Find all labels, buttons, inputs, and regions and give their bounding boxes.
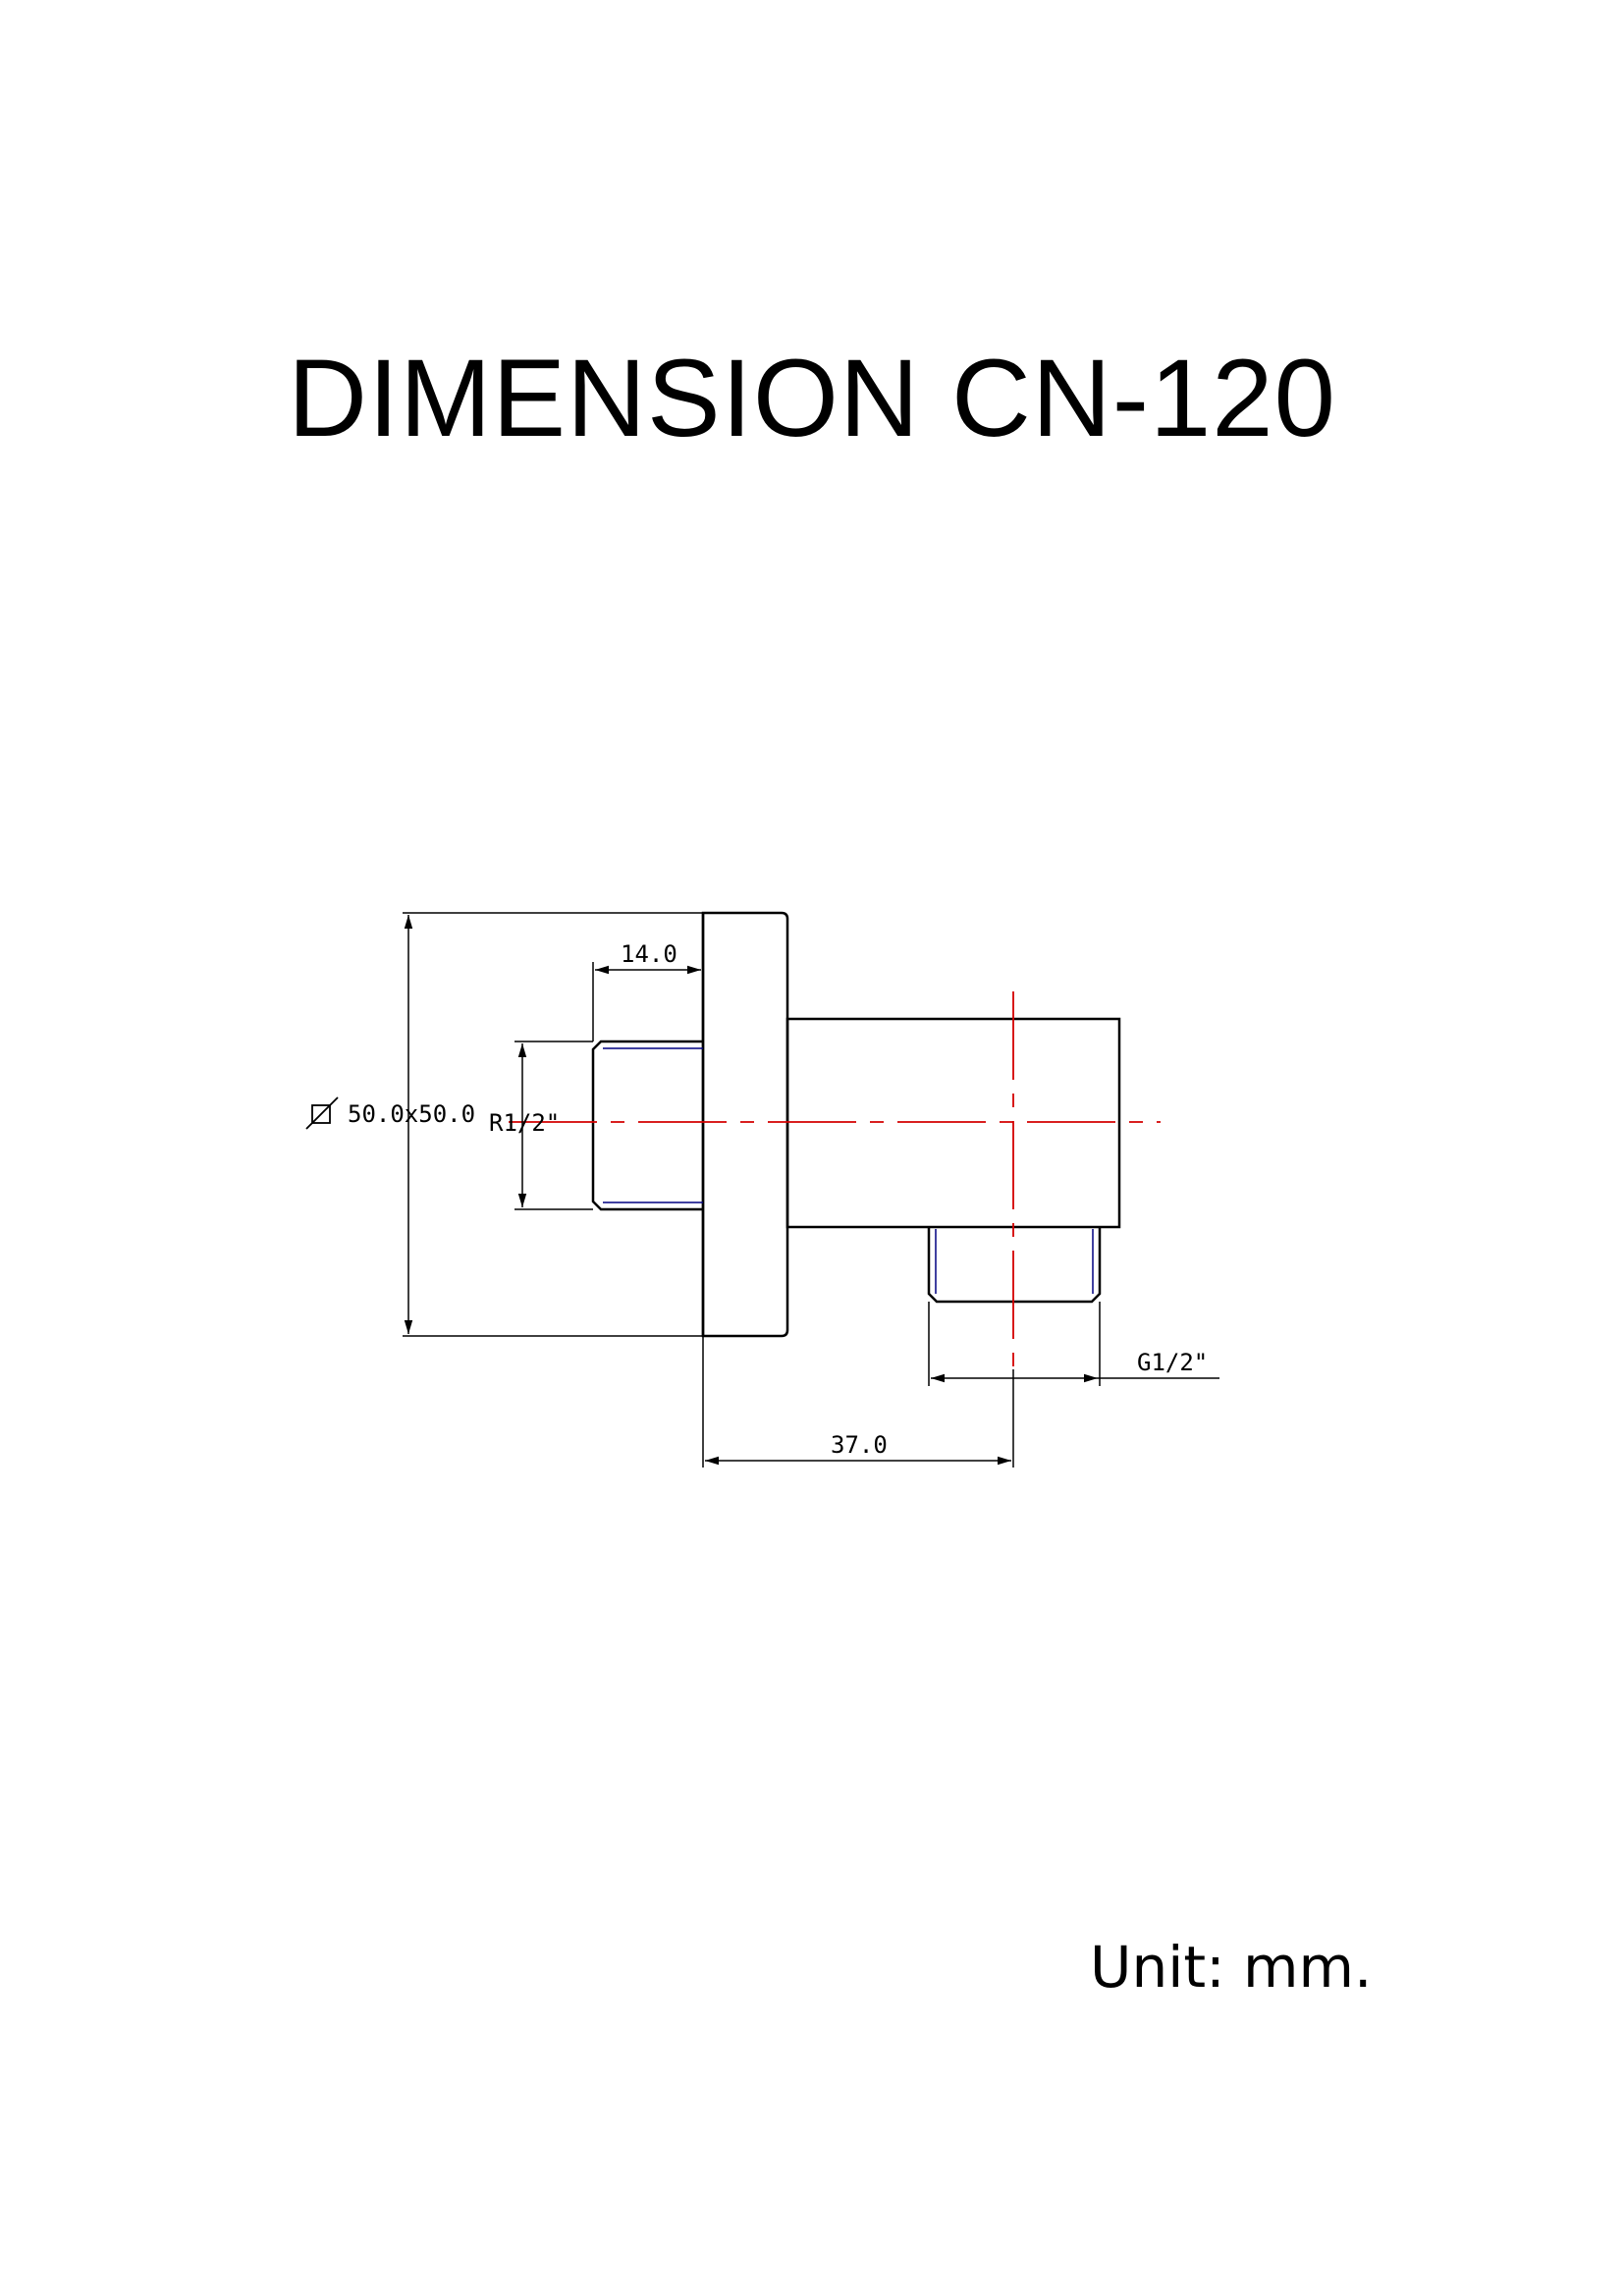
outlet-offset-label: 37.0	[831, 1431, 888, 1459]
outlet-offset-dimension: 37.0	[702, 1336, 1014, 1468]
inlet-thread-label: R1/2"	[489, 1109, 560, 1137]
outlet-stub	[927, 1227, 1102, 1304]
inlet-thread-dimension: R1/2"	[489, 1041, 593, 1210]
unit-label: Unit: mm.	[1090, 1934, 1373, 2001]
outlet-thread-label: G1/2"	[1137, 1349, 1208, 1376]
flange-size-label: 50.0x50.0	[348, 1100, 475, 1128]
center-lines	[509, 991, 1161, 1369]
inlet-stub	[591, 1040, 703, 1211]
part-outline	[591, 911, 1121, 1338]
page-title: DIMENSION CN-120	[288, 337, 1336, 459]
outlet-thread-dimension: G1/2"	[928, 1302, 1219, 1386]
flange-size-dimension: 50.0x50.0	[305, 912, 703, 1337]
body-block	[785, 1017, 1121, 1229]
flange-plate	[701, 911, 789, 1338]
inlet-length-dimension: 14.0	[592, 940, 701, 1041]
inlet-length-label: 14.0	[621, 940, 677, 968]
square-size-icon	[305, 1096, 339, 1130]
